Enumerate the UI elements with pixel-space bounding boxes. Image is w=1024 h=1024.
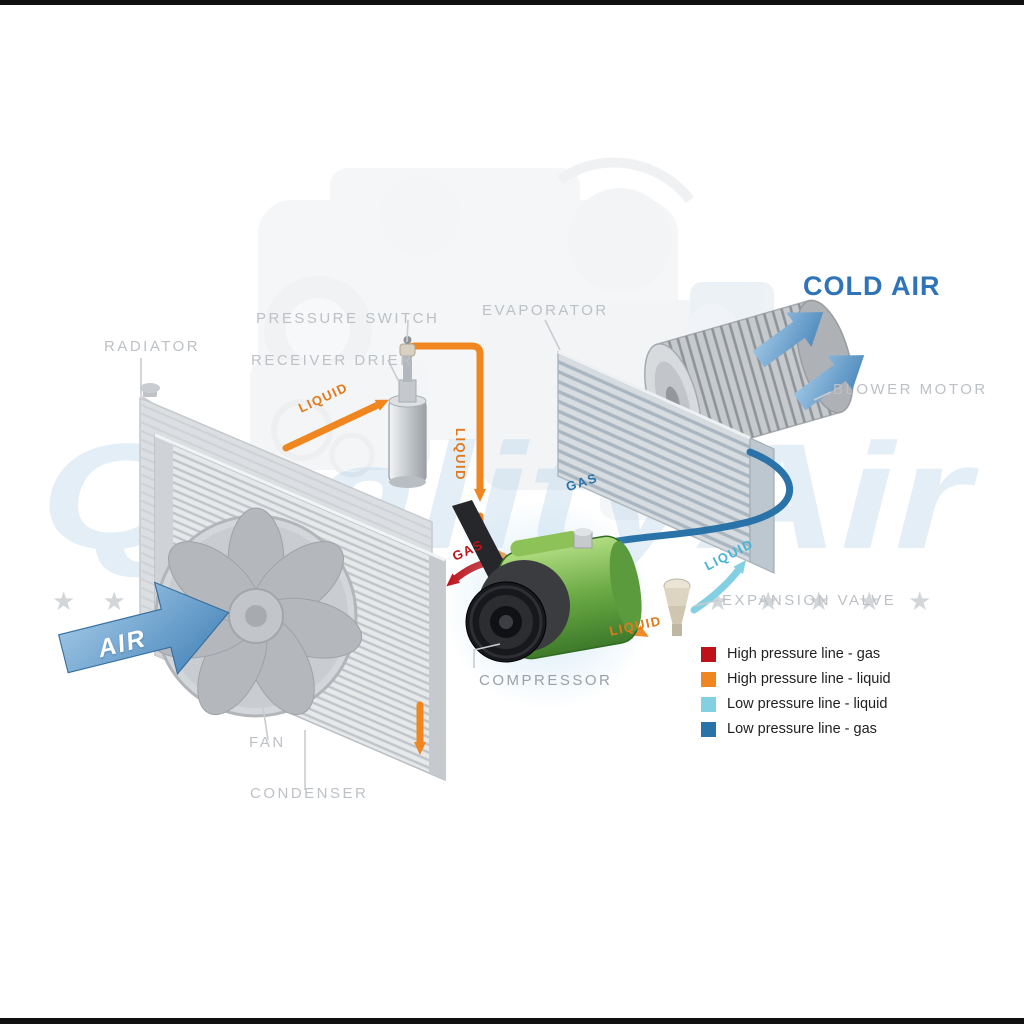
low-pressure-gas-line bbox=[588, 448, 794, 551]
legend-row: Low pressure line - gas bbox=[701, 721, 891, 737]
legend-swatch-low-pressure-gas bbox=[701, 721, 716, 737]
legend-row: High pressure line - gas bbox=[701, 646, 891, 662]
high-pressure-liquid-line bbox=[282, 399, 390, 452]
label-compressor: COMPRESSOR bbox=[479, 672, 613, 689]
evaporator bbox=[557, 350, 775, 574]
condenser-right-tank bbox=[429, 553, 445, 780]
flow-label-liquid-down: LIQUID bbox=[453, 428, 468, 482]
cold-air-arrow bbox=[752, 312, 824, 368]
label-pressure-switch: PRESSURE SWITCH bbox=[256, 310, 440, 327]
cold-air-arrow bbox=[793, 355, 865, 411]
legend-label: Low pressure line - gas bbox=[727, 721, 877, 737]
cold-air-arrows bbox=[752, 312, 865, 411]
top-border-bar bbox=[0, 0, 1024, 5]
label-evaporator: EVAPORATOR bbox=[482, 302, 609, 319]
label-blower-motor: BLOWER MOTOR bbox=[833, 381, 988, 398]
label-expansion-valve: EXPANSION VALVE bbox=[722, 592, 897, 609]
legend-swatch-high-pressure-gas bbox=[701, 646, 716, 662]
label-condenser: CONDENSER bbox=[250, 785, 369, 802]
pressure-switch bbox=[399, 336, 416, 382]
compressor bbox=[443, 500, 653, 710]
legend-row: High pressure line - liquid bbox=[701, 671, 891, 687]
compressor-pulley bbox=[465, 581, 547, 663]
expansion-valve bbox=[663, 578, 691, 636]
air-intake-arrow bbox=[57, 581, 230, 676]
label-receiver-drier: RECEIVER DRIER bbox=[251, 352, 414, 369]
legend-swatch-low-pressure-liquid bbox=[701, 696, 716, 712]
receiver-drier bbox=[388, 336, 427, 488]
legend-swatch-high-pressure-liquid bbox=[701, 671, 716, 687]
bottom-border-bar bbox=[0, 1018, 1024, 1024]
label-fan: FAN bbox=[249, 734, 286, 751]
watermark-stars-right: ★ ★ ★ ★ ★ bbox=[706, 586, 941, 616]
legend-label: Low pressure line - liquid bbox=[727, 696, 888, 712]
line-legend: High pressure line - gas High pressure l… bbox=[701, 646, 891, 746]
label-leader-lines bbox=[140, 319, 832, 790]
low-pressure-liquid-line bbox=[690, 560, 747, 614]
label-radiator: RADIATOR bbox=[104, 338, 201, 355]
cold-air-title: COLD AIR bbox=[803, 271, 941, 301]
legend-row: Low pressure line - liquid bbox=[701, 696, 891, 712]
cooling-fan bbox=[149, 507, 363, 718]
legend-label: High pressure line - gas bbox=[727, 646, 881, 662]
legend-label: High pressure line - liquid bbox=[727, 671, 891, 687]
